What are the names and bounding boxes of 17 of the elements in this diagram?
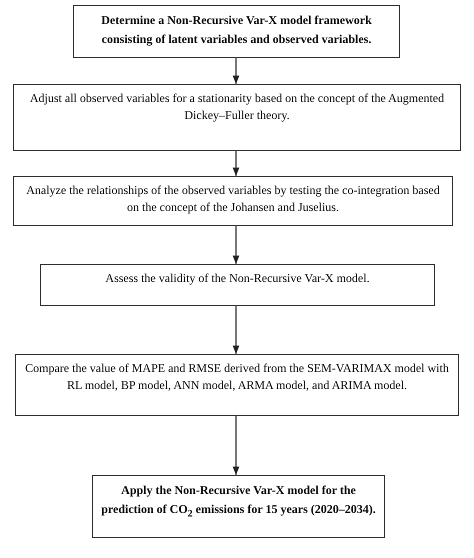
arrow xyxy=(232,306,240,354)
arrow xyxy=(232,58,240,84)
process-box xyxy=(13,176,453,226)
step-text: Assess the validity of the Non-Recursive Var-X model. xyxy=(104,270,371,287)
process-box xyxy=(92,475,385,538)
step-text: Analyze the relationships of the observed variables by testing the co-integration based on the concept of the Johansen and Juselius. xyxy=(25,182,441,216)
step-text: Apply the Non-Recursive Var-X model for the prediction of CO$_{2}$ emissions for 15 years (2020–2034). xyxy=(101,482,376,521)
step-text: Determine a Non-Recursive Var-X model framework consisting of latent variables and observed variables. xyxy=(100,12,373,48)
arrow xyxy=(232,226,240,264)
process-box xyxy=(40,264,435,306)
arrow xyxy=(232,151,240,176)
step-text: Adjust all observed variables for a stationarity based on the concept of the Augmented Dickey–Fuller theory. xyxy=(28,90,446,124)
process-box xyxy=(73,5,400,58)
process-box xyxy=(13,84,461,151)
step-text: Compare the value of MAPE and RMSE derived from the SEM-VARIMAX model with RL model, BP model, ANN model, ARMA model, and ARIMA model. xyxy=(24,360,450,394)
arrow xyxy=(232,416,240,475)
process-box xyxy=(15,354,459,416)
